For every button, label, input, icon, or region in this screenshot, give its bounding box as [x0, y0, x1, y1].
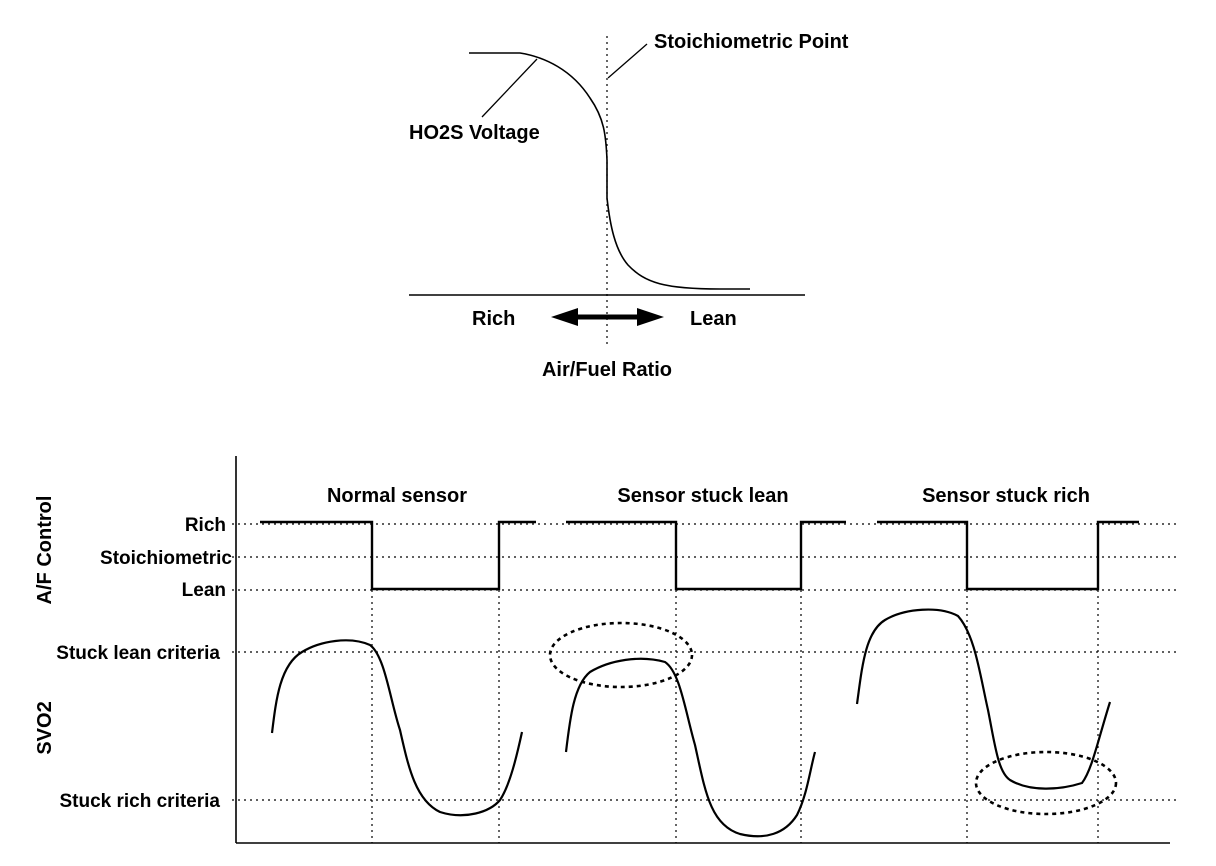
stuck-rich-criteria-label: Stuck rich criteria	[59, 791, 220, 812]
stoichiometric-level-label: Stoichiometric	[100, 548, 232, 569]
af-control-wave-normal	[260, 520, 536, 591]
stoichiometric-leader	[607, 43, 648, 79]
lean-level-label: Lean	[182, 580, 226, 601]
ho2s-voltage-label: HO2S Voltage	[409, 122, 540, 144]
svo2-wave-stuck-rich	[855, 608, 1112, 790]
double-arrow-icon	[551, 308, 664, 326]
ho2s-voltage-leader	[481, 58, 538, 118]
ho2s-voltage-curve	[469, 52, 750, 290]
rich-direction-label: Rich	[472, 308, 515, 330]
af-control-wave-stuck-rich	[877, 520, 1139, 591]
stuck-lean-highlight-ellipse	[548, 621, 694, 689]
panel-title-normal: Normal sensor	[327, 485, 467, 507]
panel-title-stuck-rich: Sensor stuck rich	[922, 485, 1090, 507]
svo2-axis-title: SVO2	[34, 701, 56, 754]
svo2-diagnostic-diagram: Normal sensor Sensor stuck lean Sensor s…	[34, 456, 1176, 844]
af-control-axis-title: A/F Control	[34, 496, 56, 605]
svo2-wave-normal	[270, 639, 524, 817]
rich-level-label: Rich	[185, 515, 226, 536]
stoichiometric-point-label: Stoichiometric Point	[654, 31, 849, 53]
svo2-wave-stuck-lean	[564, 657, 817, 838]
stuck-lean-criteria-label: Stuck lean criteria	[56, 643, 220, 664]
panel-title-stuck-lean: Sensor stuck lean	[617, 485, 788, 507]
af-control-wave-stuck-lean	[566, 520, 846, 591]
ho2s-response-diagram: Stoichiometric Point HO2S Voltage Rich L…	[409, 31, 849, 381]
air-fuel-ratio-label: Air/Fuel Ratio	[542, 359, 672, 381]
stuck-rich-highlight-ellipse	[974, 750, 1118, 816]
lean-direction-label: Lean	[690, 308, 737, 330]
